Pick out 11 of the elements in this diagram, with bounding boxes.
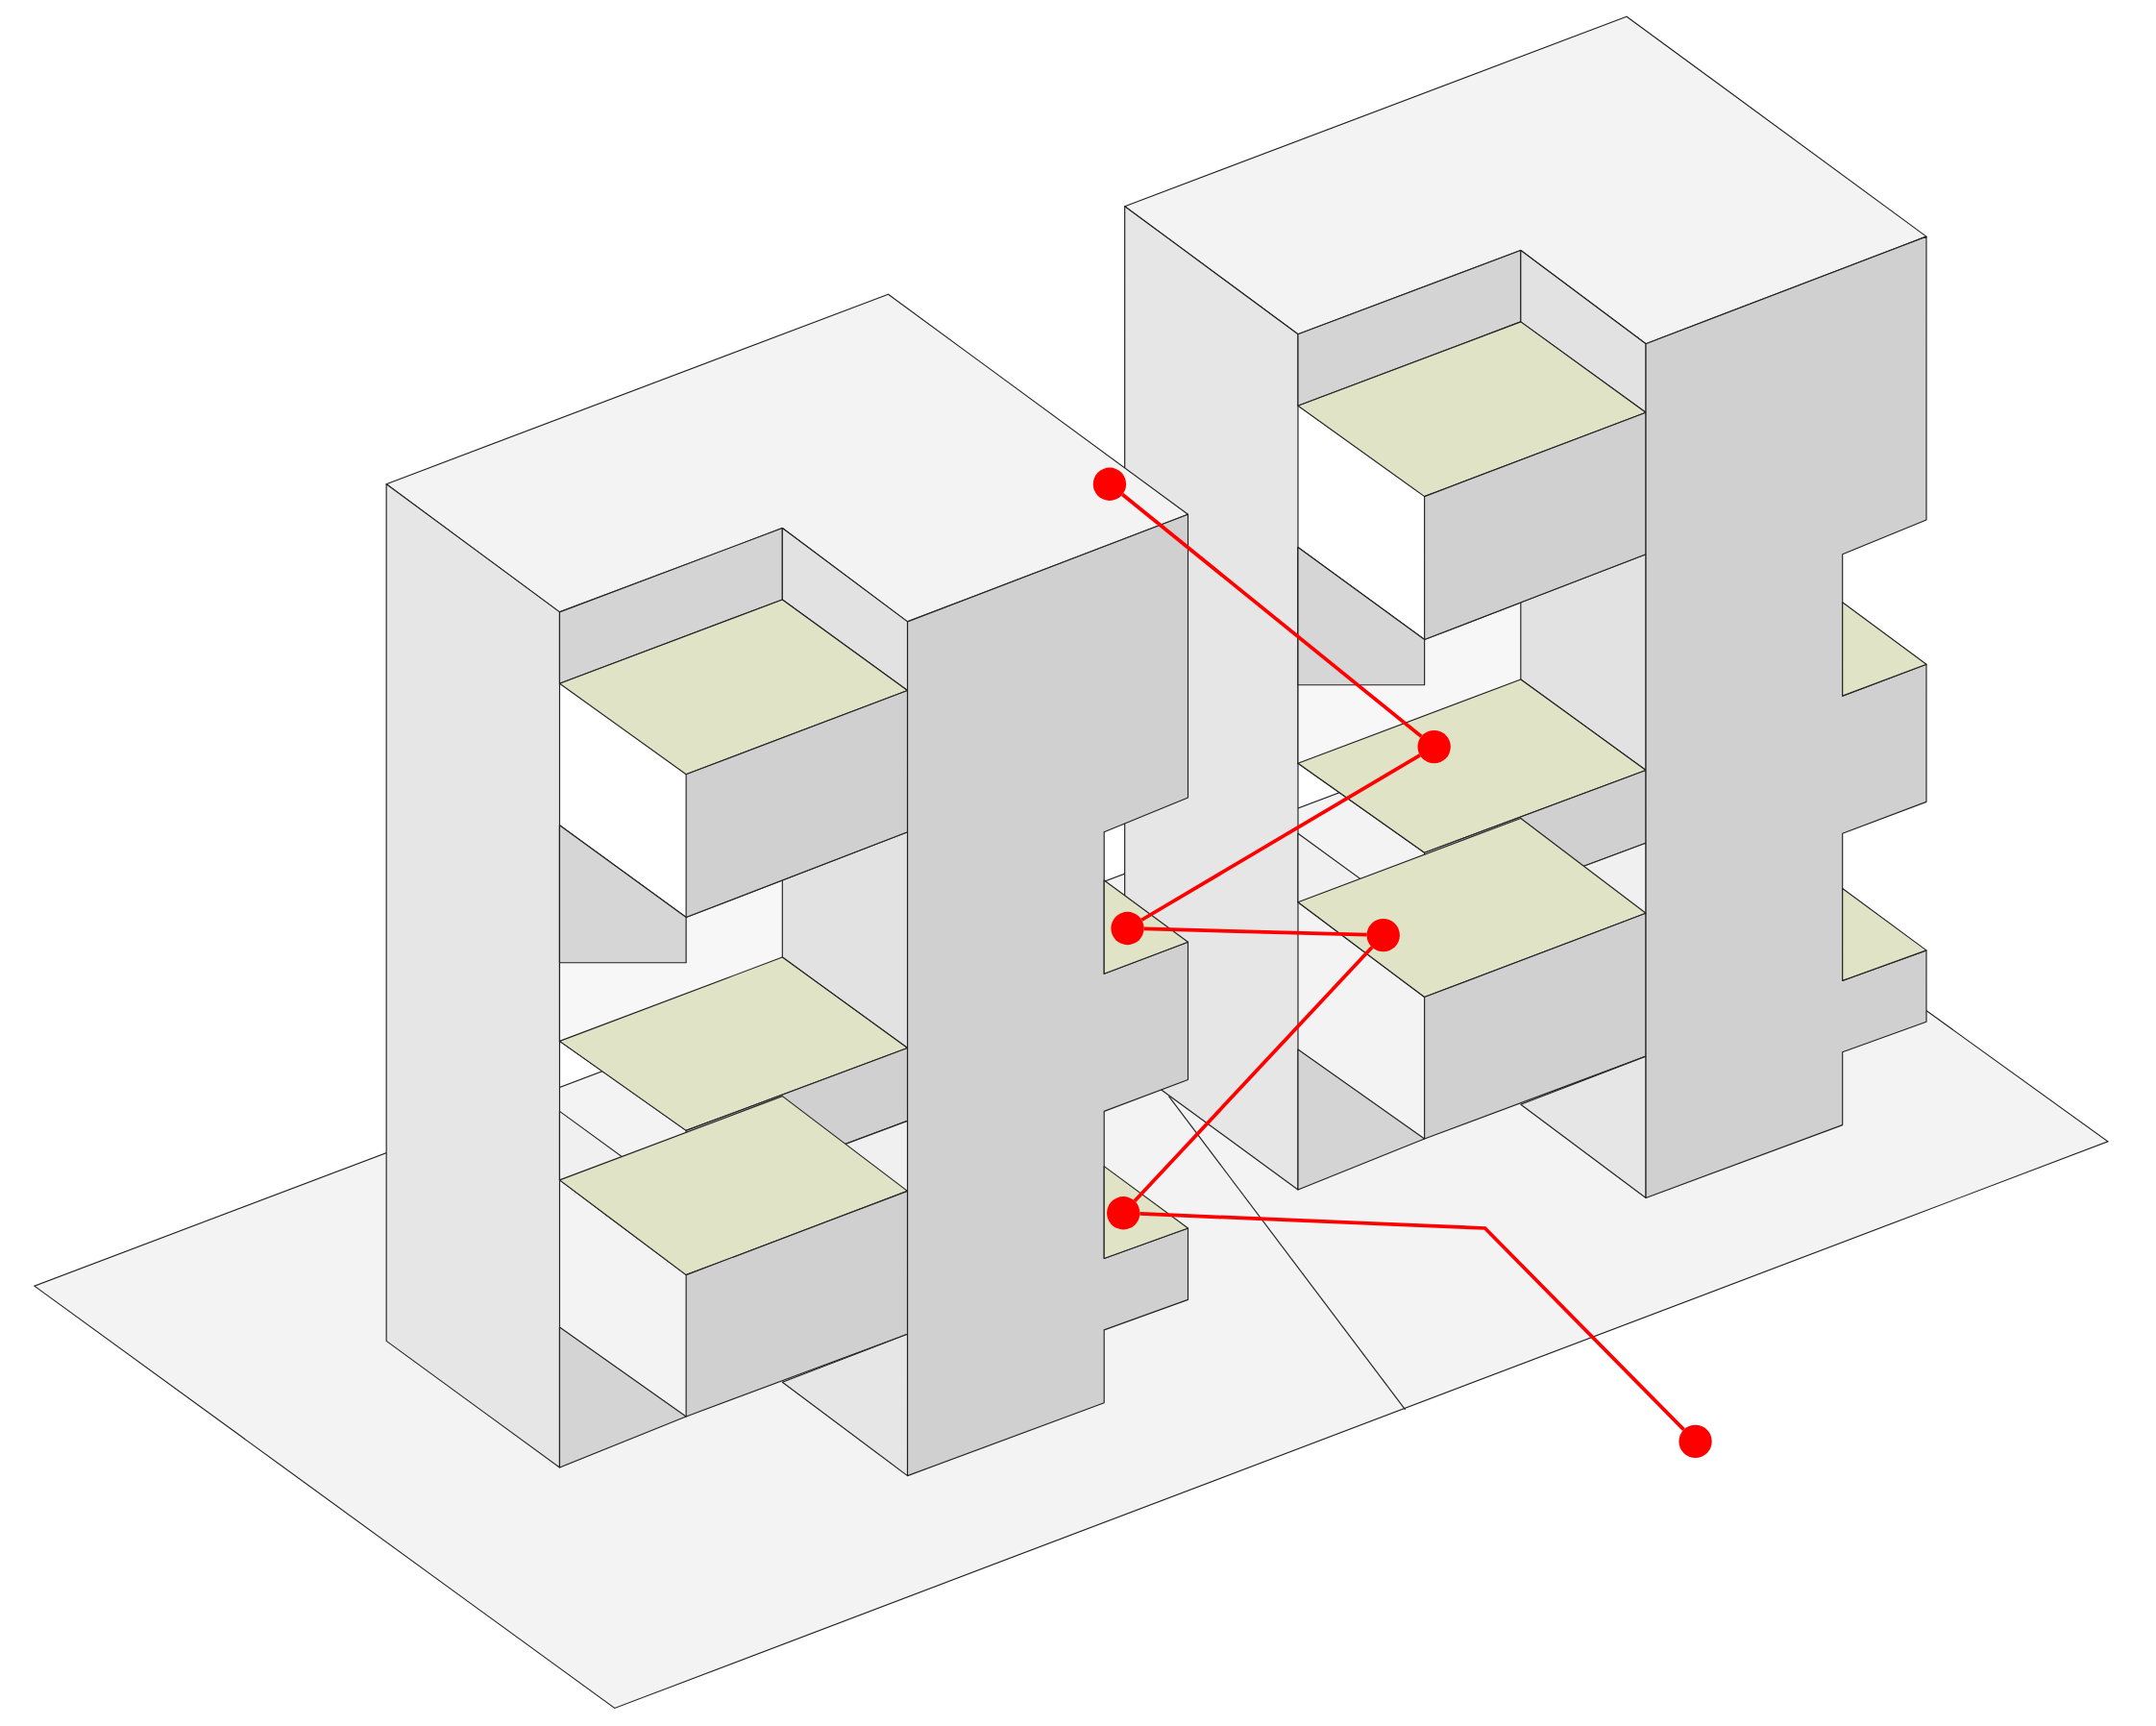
connector-line (1143, 926, 1367, 937)
connector-line (1121, 493, 1423, 738)
path-dot (1111, 911, 1144, 946)
path-dot (1366, 919, 1400, 952)
path-dot (1092, 467, 1127, 501)
path-dot (1107, 1196, 1140, 1230)
path-dot (1678, 1424, 1712, 1458)
connector-line (1133, 946, 1374, 1202)
path-dot (1417, 729, 1451, 764)
connector-line (1140, 753, 1421, 922)
connector-line (1139, 1212, 1685, 1431)
